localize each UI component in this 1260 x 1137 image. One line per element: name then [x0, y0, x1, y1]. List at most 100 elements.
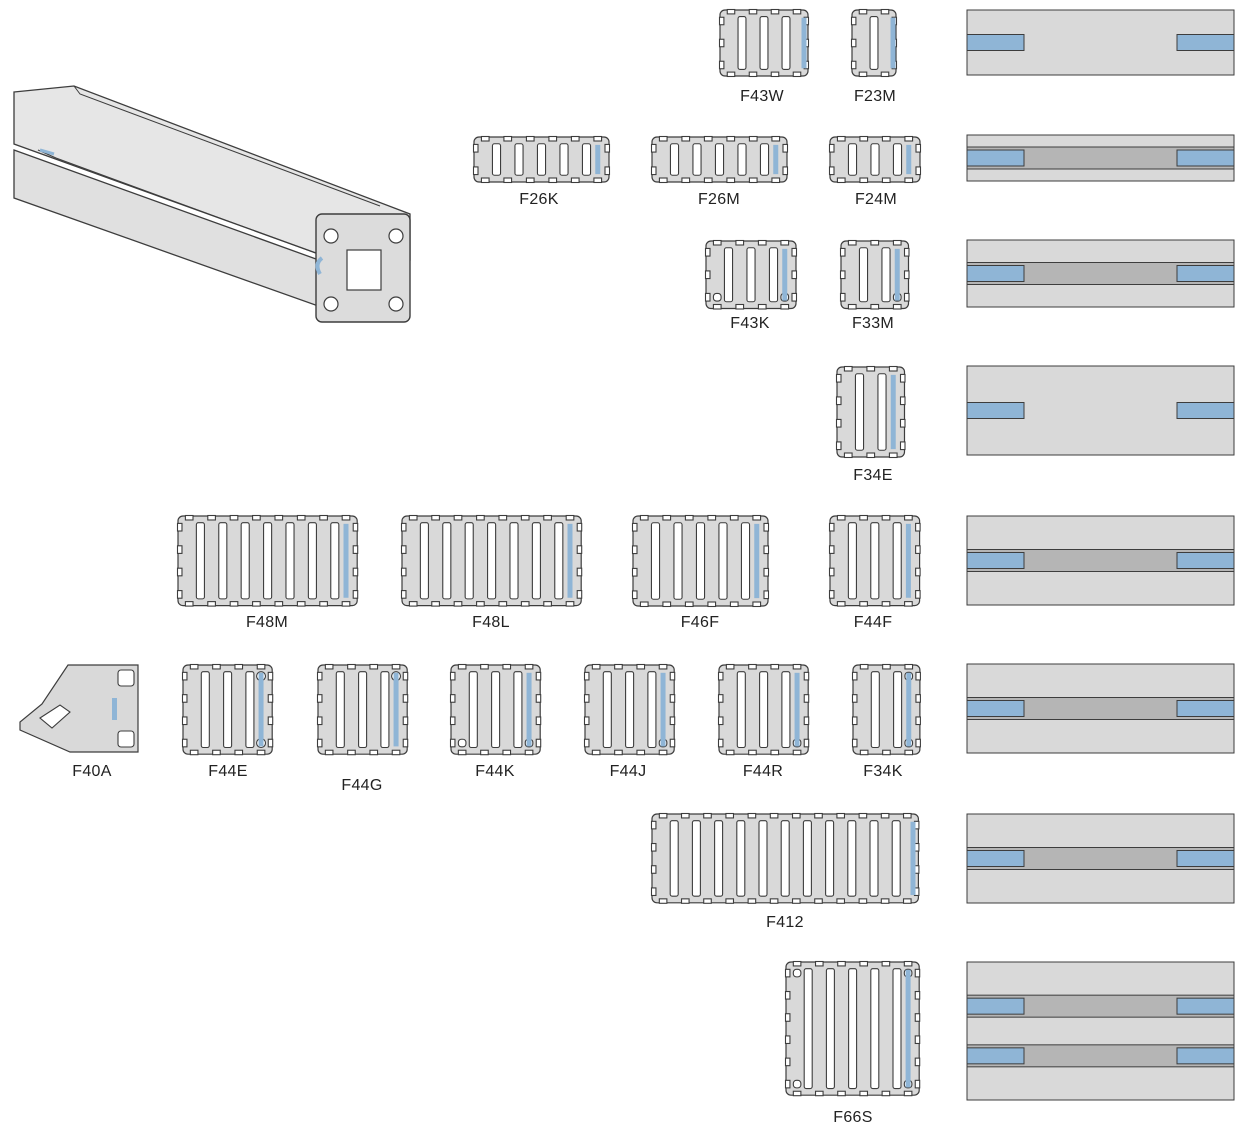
side-slot: [576, 590, 583, 599]
side-slot: [915, 671, 921, 681]
side-slot: [181, 694, 188, 703]
side-slot: [717, 694, 724, 703]
top-slot: [524, 663, 534, 670]
side-slot: [915, 694, 921, 703]
core-cavity: [245, 671, 255, 749]
top-slot: [431, 514, 440, 521]
top-slot: [639, 514, 649, 521]
profile-F23M: [850, 8, 898, 78]
top-slot: [274, 514, 284, 521]
side-slot: [717, 716, 724, 726]
top-slot: [726, 135, 736, 142]
core-cavity: [625, 671, 635, 749]
top-slot: [847, 239, 857, 246]
profile-F48L: [400, 514, 583, 607]
side-slot: [176, 567, 183, 577]
top-slot: [870, 239, 880, 246]
core-cavity: [419, 522, 429, 600]
core-cavity: [858, 247, 869, 303]
side-slot: [267, 716, 274, 726]
core-cavity: [768, 247, 779, 303]
core-cavity: [691, 820, 701, 897]
side-slot: [669, 716, 676, 726]
bottom-slot: [229, 601, 239, 607]
corner-hole: [792, 968, 802, 978]
side-slot: [631, 545, 638, 555]
side-slot: [839, 292, 846, 302]
core-cavity: [195, 522, 205, 600]
core-cavity: [559, 143, 569, 176]
side-slot: [914, 1079, 921, 1089]
side-slot: [717, 671, 724, 681]
bottom-slot: [792, 1090, 802, 1097]
core-cavity: [737, 143, 747, 176]
core-cavity: [673, 522, 683, 600]
side-slot: [631, 567, 638, 577]
core-cavity: [554, 522, 564, 600]
connector-marker: [890, 374, 896, 450]
bottom-slot: [837, 1090, 846, 1097]
side-slot: [535, 671, 542, 681]
top-slot: [814, 812, 823, 819]
label-F26M: F26M: [698, 191, 740, 208]
profile-F44J: [583, 663, 676, 756]
bottom-slot: [881, 177, 891, 184]
bottom-slot: [747, 898, 757, 904]
side-slot: [181, 671, 188, 681]
corner-hole: [712, 292, 722, 302]
top-slot: [748, 135, 758, 142]
bottom-slot: [591, 749, 601, 756]
side-slot: [915, 590, 921, 599]
side-slot: [718, 16, 725, 26]
bottom-slot: [296, 601, 306, 607]
top-slot: [726, 8, 736, 15]
connector-marker: [906, 144, 912, 175]
core-cavity: [513, 671, 523, 749]
side-slot: [472, 143, 479, 153]
bottom-slot: [453, 601, 463, 607]
bottom-slot: [319, 601, 328, 607]
top-slot: [792, 960, 802, 967]
core-cavity: [200, 671, 210, 749]
side-slot: [650, 842, 657, 852]
bottom-slot: [904, 177, 914, 184]
core-cavity: [803, 968, 813, 1090]
profile-F26K: [472, 135, 611, 184]
side-slot: [791, 292, 798, 302]
core-cavity: [870, 143, 880, 176]
core-cavity: [307, 522, 317, 600]
side-slot: [851, 671, 858, 681]
bottom-slot: [684, 601, 694, 608]
bottom-slot: [858, 71, 868, 78]
side-slot: [828, 590, 835, 599]
side-slot: [669, 738, 676, 748]
profile-body: [19, 664, 139, 753]
profile-cross-sections: [19, 8, 922, 1097]
side-panel-5: [966, 515, 1235, 606]
core-cavity: [723, 247, 734, 303]
core-cavity: [825, 820, 835, 897]
top-slot: [498, 514, 508, 521]
profile-F412: [650, 812, 920, 904]
side-slot: [449, 716, 456, 726]
bottom-slot: [408, 601, 418, 607]
bottom-slot: [769, 898, 779, 904]
core-cavity: [487, 522, 497, 600]
connector-marker: [258, 672, 264, 747]
top-slot: [792, 8, 802, 15]
side-slot: [669, 694, 676, 703]
connector-marker: [343, 523, 349, 598]
bottom-slot: [525, 177, 535, 184]
side-slot: [316, 694, 323, 703]
side-slot: [650, 865, 657, 874]
core-cavity: [714, 820, 724, 897]
top-slot: [836, 514, 846, 521]
profile-F34K: [851, 663, 921, 756]
bottom-slot: [725, 898, 735, 904]
side-slot: [914, 990, 921, 1000]
top-slot: [636, 663, 646, 670]
side-slot: [763, 590, 770, 600]
side-slot: [839, 247, 846, 257]
side-slot: [903, 247, 910, 257]
bottom-slot: [712, 303, 722, 310]
